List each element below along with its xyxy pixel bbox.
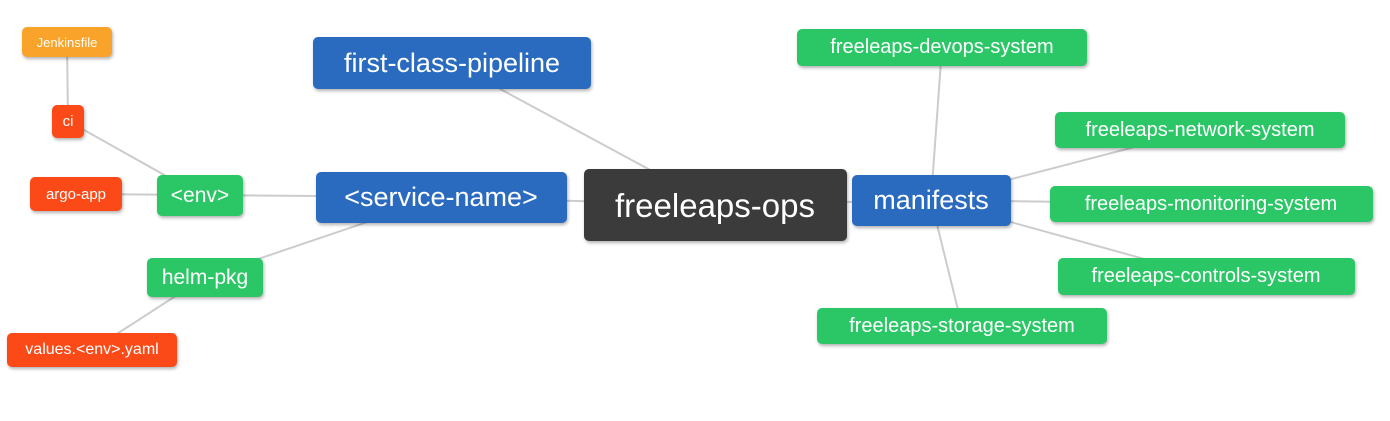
node-service-name[interactable]: <service-name>	[315, 171, 567, 223]
node-first-class-pipeline[interactable]: first-class-pipeline	[313, 37, 591, 89]
node-freeleaps-controls-system[interactable]: freeleaps-controls-system	[1057, 257, 1355, 295]
node-freeleaps-devops-system[interactable]: freeleaps-devops-system	[797, 28, 1087, 66]
node-argo-app[interactable]: argo-app	[30, 177, 122, 211]
node-ci[interactable]: ci	[52, 104, 84, 138]
node-freeleaps-ops[interactable]: freeleaps-ops	[583, 169, 847, 241]
node-jenkinsfile[interactable]: Jenkinsfile	[22, 27, 112, 57]
node-freeleaps-network-system[interactable]: freeleaps-network-system	[1055, 112, 1345, 148]
node-freeleaps-storage-system[interactable]: freeleaps-storage-system	[817, 308, 1107, 344]
node-helm-pkg[interactable]: helm-pkg	[147, 257, 263, 297]
node-manifests[interactable]: manifests	[851, 174, 1011, 226]
node-freeleaps-monitoring-system[interactable]: freeleaps-monitoring-system	[1049, 186, 1373, 222]
node-values-env-yaml[interactable]: values.<env>.yaml	[7, 333, 177, 367]
node-env[interactable]: <env>	[157, 174, 243, 216]
